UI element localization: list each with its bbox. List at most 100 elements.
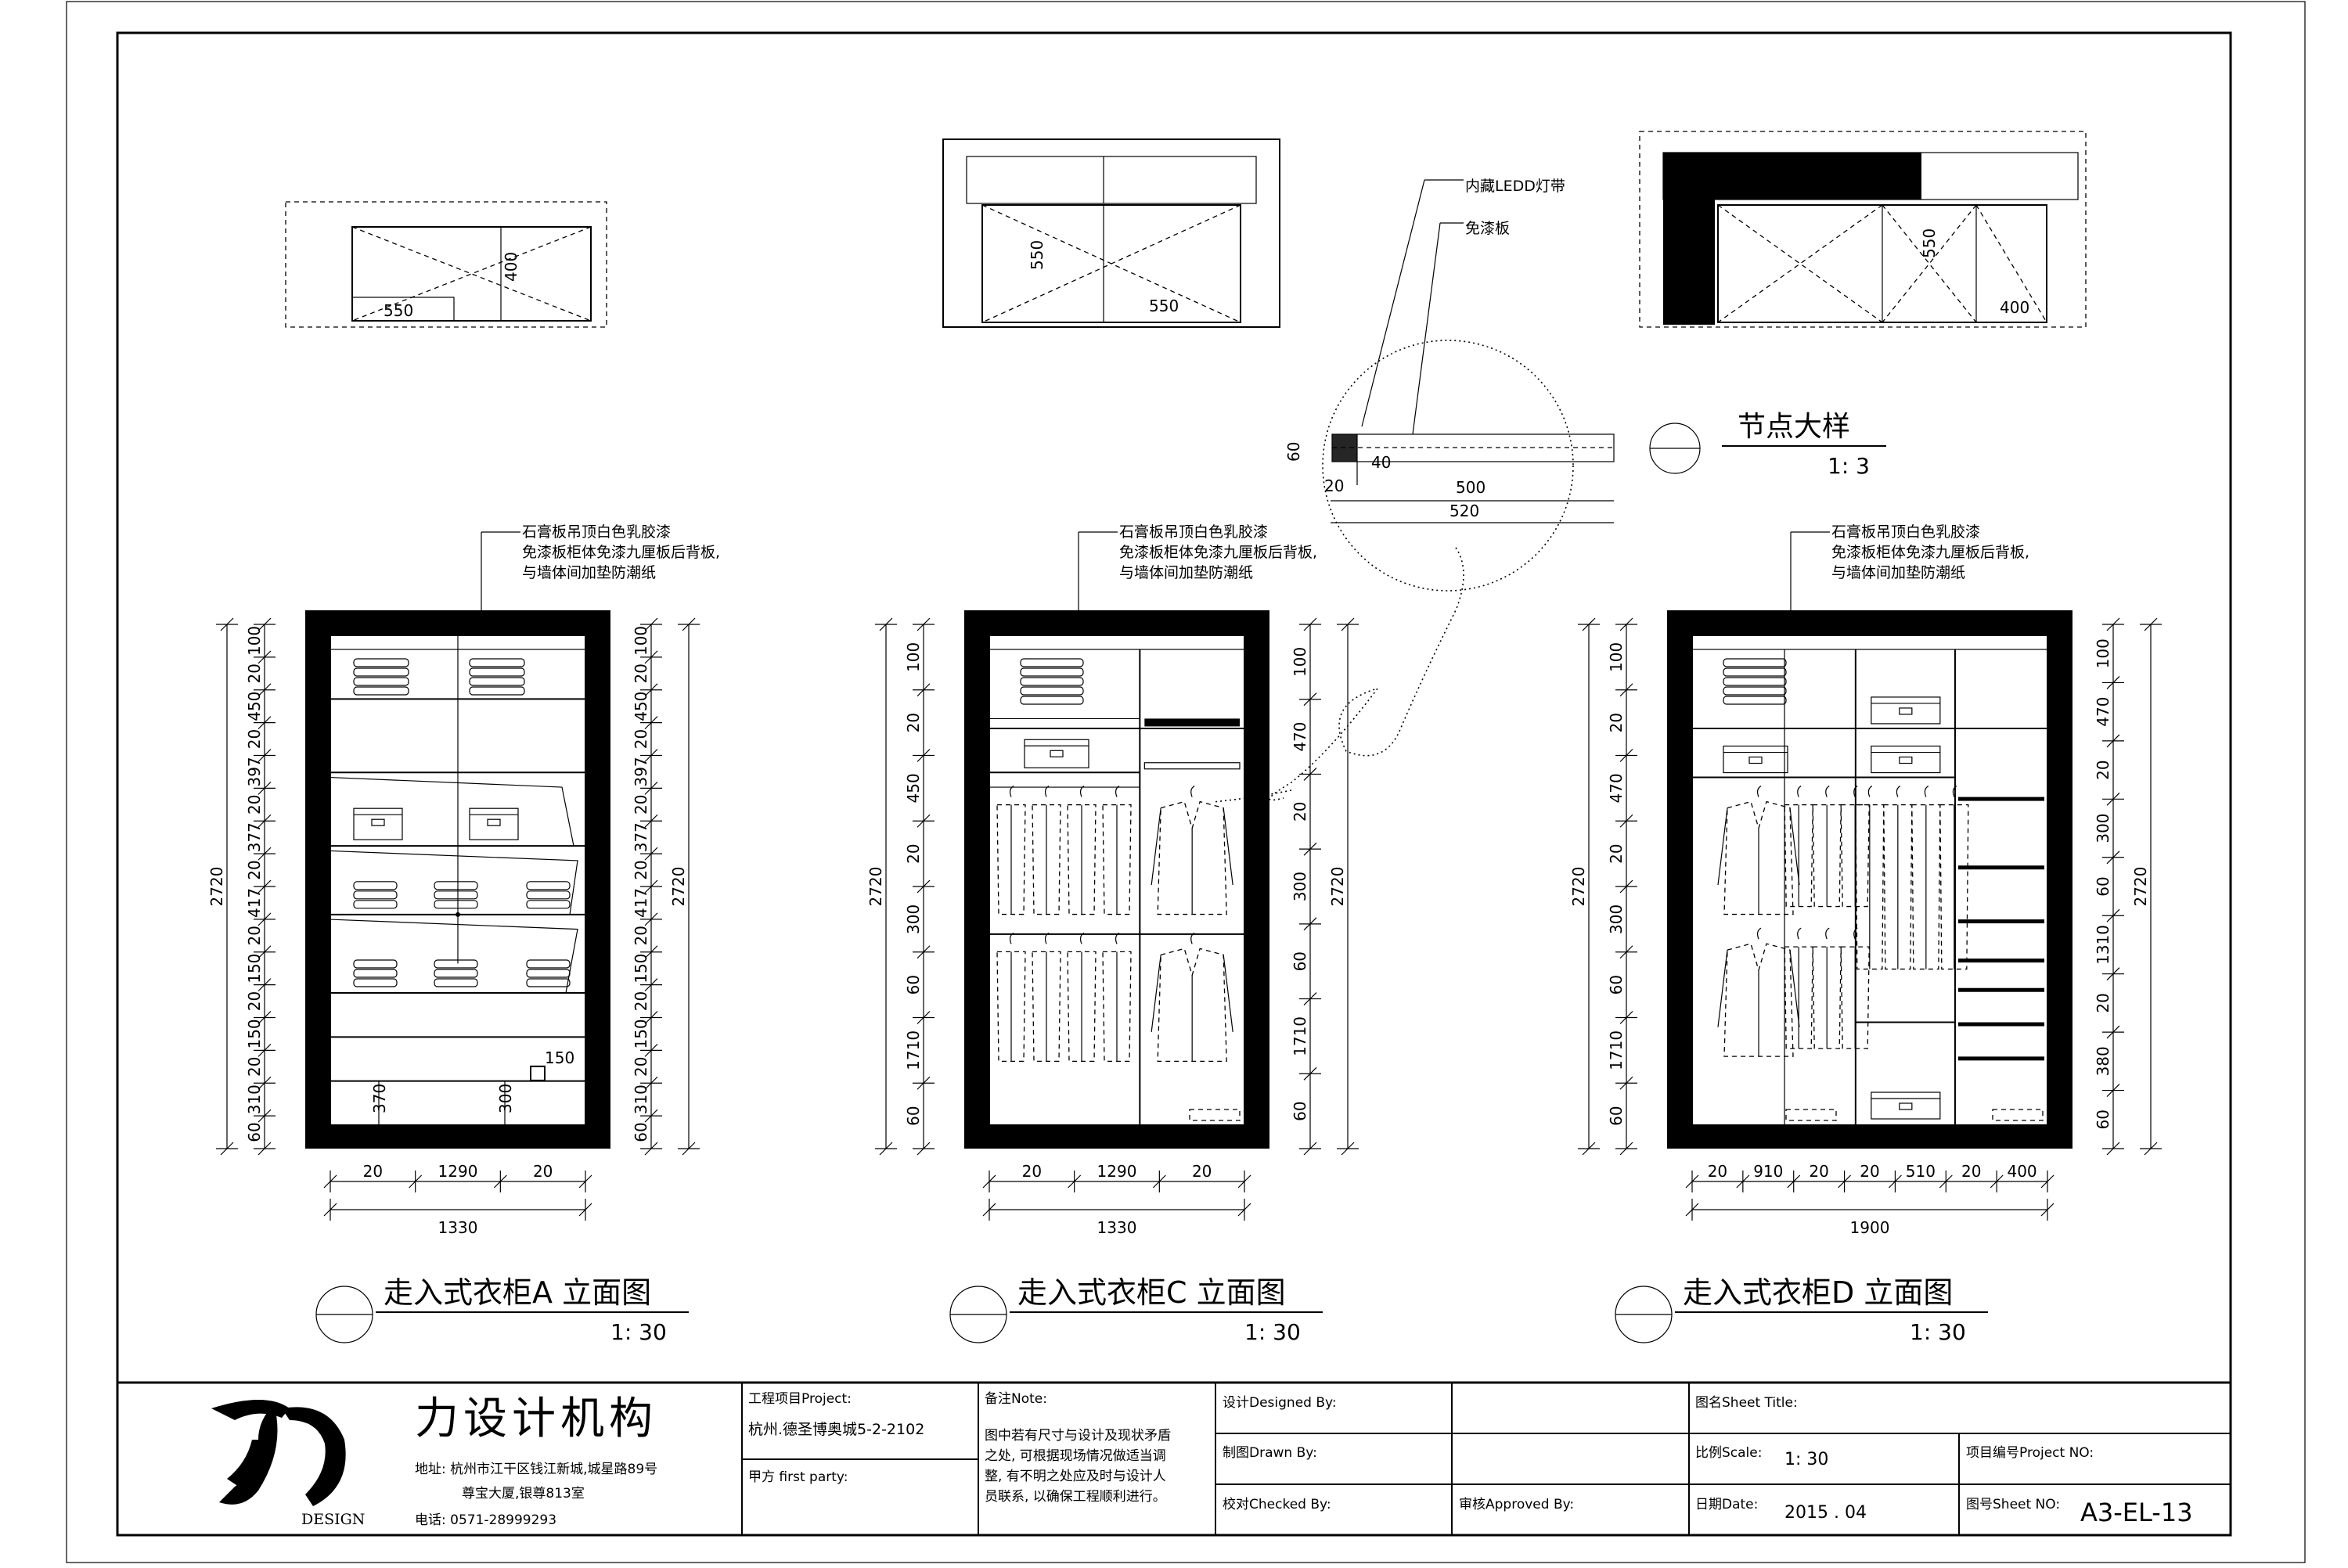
elev-d-note-3: 与墙体间加垫防潮纸 — [1831, 564, 1965, 581]
plan-d-dim-2: 400 — [2000, 298, 2029, 317]
elev-a-right-dim-9: 20 — [632, 926, 650, 945]
elev-a-inner-dim-2: 150 — [545, 1048, 574, 1067]
elev-c-note-3: 与墙体间加垫防潮纸 — [1119, 564, 1253, 581]
drawing-frame — [116, 31, 2232, 1537]
elev-d-note-1: 石膏板吊顶白色乳胶漆 — [1831, 523, 1980, 541]
elev-a-right-dim-7: 20 — [632, 860, 650, 879]
elev-d-right-dim-3: 300 — [2094, 813, 2112, 843]
elev-c-left-dim-3: 20 — [904, 843, 923, 863]
checked-label: 校对Checked By: — [1223, 1497, 1331, 1512]
elev-d-left-dim-1: 20 — [1607, 713, 1626, 732]
elev-a-right-dim-1: 20 — [632, 664, 650, 683]
node-dim-40: 40 — [1371, 453, 1391, 472]
elev-d-bottom-dim-4: 510 — [1906, 1162, 1936, 1181]
elev-c-bottom-dim-1: 1290 — [1097, 1162, 1137, 1181]
elev-d-left-dim-3: 20 — [1607, 843, 1626, 863]
node-dim-520: 520 — [1449, 502, 1479, 520]
elev-c-left-dim-6: 1710 — [904, 1030, 923, 1070]
elev-c-right-dim-6: 60 — [1291, 1101, 1309, 1120]
elev-a-note-3: 与墙体间加垫防潮纸 — [522, 564, 656, 581]
elev-d-bottom-total: 1900 — [1850, 1218, 1890, 1237]
note-line-2: 之处, 可根据现场情况做适当调 — [985, 1448, 1166, 1464]
approved-label: 审核Approved By: — [1459, 1497, 1574, 1512]
elev-a-right-dim-4: 397 — [632, 757, 650, 786]
designed-label: 设计Designed By: — [1223, 1395, 1337, 1411]
elev-a-left-dim-6: 377 — [245, 822, 264, 852]
elev-a-right-dim-0: 100 — [632, 626, 650, 656]
elev-c-note-2: 免漆板柜体免漆九厘板后背板, — [1119, 544, 1317, 561]
elev-a-right-dim-14: 310 — [632, 1084, 650, 1114]
elev-a-left-dim-10: 150 — [245, 954, 264, 984]
elev-a-right-dim-12: 150 — [632, 1019, 650, 1048]
party-label: 甲方 first party: — [748, 1469, 848, 1485]
elev-a-right-dim-11: 20 — [632, 991, 650, 1011]
project-no-label: 项目编号Project NO: — [1966, 1445, 2094, 1461]
drawn-label: 制图Drawn By: — [1223, 1445, 1317, 1461]
company-phone: 电话: 0571-28999293 — [415, 1512, 556, 1528]
elev-a-left-dim-15: 60 — [245, 1122, 264, 1142]
elev-a-inner-dim-1: 300 — [496, 1084, 515, 1113]
elev-d-left-dim-5: 60 — [1607, 975, 1626, 994]
elev-c-left-total: 2720 — [866, 867, 885, 907]
node-detail-title: 节点大样 — [1738, 411, 1850, 443]
node-dim-20: 20 — [1324, 477, 1344, 495]
elev-c-title: 走入式衣柜C 立面图 — [1017, 1275, 1286, 1310]
elev-a-left-dim-3: 20 — [245, 729, 264, 749]
elev-a-left-dim-4: 397 — [245, 757, 264, 786]
elev-d-right-dim-2: 20 — [2094, 760, 2112, 779]
note-label: 备注Note: — [985, 1391, 1047, 1407]
elev-a-left-dim-8: 417 — [245, 888, 264, 918]
elev-c-right-dim-2: 20 — [1291, 802, 1309, 822]
elev-c-left-dim-5: 60 — [904, 975, 923, 994]
elev-d-note-2: 免漆板柜体免漆九厘板后背板, — [1831, 544, 2029, 561]
elev-a-bottom-total: 1330 — [438, 1218, 478, 1237]
node-detail-scale: 1: 3 — [1828, 453, 1870, 479]
elev-a-bottom-dim-1: 1290 — [438, 1162, 478, 1181]
elev-a-left-dim-11: 20 — [245, 991, 264, 1011]
elev-a-note-2: 免漆板柜体免漆九厘板后背板, — [522, 544, 720, 561]
elev-a-inner-dim-0: 370 — [370, 1084, 389, 1113]
plan-view-c: 550 550 — [942, 138, 1280, 328]
elev-c-right-total: 2720 — [1328, 867, 1347, 907]
node-label-led: 内藏LEDD灯带 — [1465, 178, 1565, 195]
note-line-3: 整, 有不明之处应及时与设计人 — [985, 1469, 1166, 1484]
elev-a-left-dim-1: 20 — [245, 664, 264, 683]
elev-d-right-dim-0: 100 — [2094, 638, 2112, 668]
elev-d-right-dim-4: 60 — [2094, 876, 2112, 896]
elev-d-bottom-dim-5: 20 — [1961, 1162, 1981, 1181]
elev-c-note-1: 石膏板吊顶白色乳胶漆 — [1119, 523, 1268, 541]
sheet-no-value: A3-EL-13 — [2080, 1498, 2193, 1527]
plan-c-dim-1: 550 — [1028, 240, 1046, 270]
elev-a-left-dim-5: 20 — [245, 795, 264, 815]
elev-d-left-dim-2: 470 — [1607, 773, 1626, 803]
elev-a-left-dim-2: 450 — [245, 692, 264, 721]
company-name: 力设计机构 — [415, 1394, 657, 1444]
plan-view-a: 550 400 — [285, 201, 607, 328]
elev-d-bottom-dim-6: 400 — [2007, 1162, 2036, 1181]
elev-c-bottom-dim-0: 20 — [1022, 1162, 1042, 1181]
elev-a-note-1: 石膏板吊顶白色乳胶漆 — [522, 523, 671, 541]
company-address-2: 尊宝大厦,银尊813室 — [462, 1486, 585, 1501]
elev-d-right-dim-1: 470 — [2094, 697, 2112, 727]
elev-d-left-dim-6: 1710 — [1607, 1030, 1626, 1070]
company-logo: DESIGN — [211, 1400, 365, 1528]
elev-c-right-dim-4: 60 — [1291, 951, 1309, 971]
elev-a-bottom-dim-2: 20 — [533, 1162, 553, 1181]
elev-d-title: 走入式衣柜D 立面图 — [1683, 1275, 1953, 1310]
elev-a-right-dim-5: 20 — [632, 795, 650, 815]
elev-d-scale: 1: 30 — [1910, 1319, 1966, 1345]
node-label-board: 免漆板 — [1465, 220, 1510, 237]
elev-a-right-total: 2720 — [669, 867, 688, 907]
elev-c-left-dim-0: 100 — [904, 642, 923, 672]
node-dim-500: 500 — [1456, 478, 1486, 497]
scale-label: 比例Scale: — [1695, 1445, 1762, 1461]
elev-a-left-dim-13: 20 — [245, 1057, 264, 1077]
date-label: 日期Date: — [1695, 1497, 1758, 1512]
elev-d-right-dim-7: 380 — [2094, 1046, 2112, 1076]
outer-border — [66, 1, 2306, 1563]
plan-a-dim-1: 550 — [384, 301, 413, 320]
logo-text: DESIGN — [301, 1511, 365, 1528]
